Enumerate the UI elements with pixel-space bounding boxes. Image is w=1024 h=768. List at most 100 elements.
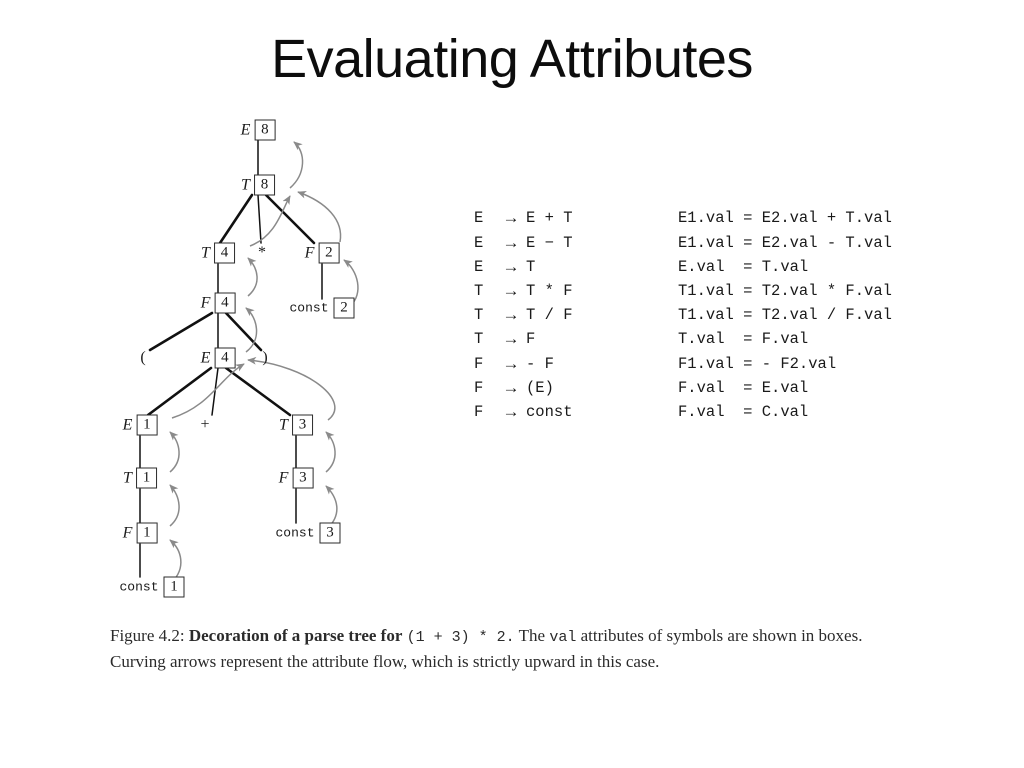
tree-node-T8: T 8 xyxy=(241,174,275,196)
tree-node-const1: const 1 xyxy=(119,576,185,598)
node-symbol: F xyxy=(122,524,133,541)
node-value-box: 1 xyxy=(136,414,158,436)
table-row: F → (E) F.val = E.val xyxy=(474,376,892,400)
rule-rhs: T * F xyxy=(526,282,573,301)
tree-edges-and-arrows xyxy=(139,139,359,583)
tree-terminal-lparen: ( xyxy=(140,349,146,366)
table-row: T → T / F T1.val = T2.val / F.val xyxy=(474,303,892,327)
rule-rhs: const xyxy=(526,403,573,422)
node-value-box: 3 xyxy=(319,522,341,544)
rule-rhs: - F xyxy=(526,354,554,373)
node-symbol: const xyxy=(289,300,329,316)
tree-node-const3: const 3 xyxy=(275,522,341,544)
rule-action: F.val = C.val xyxy=(678,403,809,422)
node-symbol: T xyxy=(201,244,210,261)
table-row: F → - F F1.val = - F2.val xyxy=(474,352,892,376)
node-value-box: 8 xyxy=(253,174,275,196)
table-row: E → T E.val = T.val xyxy=(474,255,892,279)
rule-lhs: E xyxy=(474,257,484,276)
node-symbol: F xyxy=(278,469,289,486)
arrow-icon: → xyxy=(502,281,520,301)
rule-rhs: (E) xyxy=(526,378,554,397)
arrow-icon: → xyxy=(502,232,520,252)
rule-action: F.val = E.val xyxy=(678,378,809,397)
rule-action: T1.val = T2.val * F.val xyxy=(678,282,892,301)
node-value-box: 1 xyxy=(163,576,185,598)
node-value-box: 4 xyxy=(214,347,236,369)
tree-terminal-rparen: ) xyxy=(262,349,268,366)
table-row: T → T * F T1.val = T2.val * F.val xyxy=(474,279,892,303)
rule-action: E.val = T.val xyxy=(678,257,809,276)
tree-node-T4: T 4 xyxy=(201,242,235,264)
rule-rhs: E − T xyxy=(526,233,573,252)
arrow-icon: → xyxy=(502,353,520,373)
caption-mono-word: val xyxy=(549,629,577,646)
table-row: F → const F.val = C.val xyxy=(474,400,892,424)
node-value-box: 4 xyxy=(213,242,235,264)
rule-action: F1.val = - F2.val xyxy=(678,354,837,373)
tree-terminal-plus: + xyxy=(200,416,210,433)
node-symbol: E xyxy=(122,416,133,433)
node-value-box: 3 xyxy=(292,467,314,489)
rule-lhs: T xyxy=(474,306,484,325)
caption-bold-text: Decoration of a parse tree for xyxy=(188,626,403,645)
node-symbol: T xyxy=(241,176,250,193)
caption-label: Figure 4.2: xyxy=(110,626,185,645)
table-row: T → F T.val = F.val xyxy=(474,327,892,351)
rule-lhs: E xyxy=(474,233,484,252)
grammar-rules: E → E + T E1.val = E2.val + T.val E → E … xyxy=(474,158,892,473)
node-value-box: 1 xyxy=(136,522,158,544)
caption-expression: (1 + 3) * 2. xyxy=(406,629,515,646)
node-symbol: const xyxy=(275,525,315,541)
node-symbol: T xyxy=(123,469,132,486)
tree-structure-edges xyxy=(139,139,323,578)
arrow-icon: → xyxy=(502,329,520,349)
arrow-icon: → xyxy=(502,256,520,276)
tree-node-const2: const 2 xyxy=(289,297,355,319)
node-value-box: 1 xyxy=(135,467,157,489)
caption-rest-b: attributes of symbols are shown in boxes… xyxy=(110,626,863,671)
node-symbol: F xyxy=(200,294,211,311)
grammar-rules-table: E → E + T E1.val = E2.val + T.val E → E … xyxy=(474,206,892,424)
tree-node-E1: E 1 xyxy=(122,414,158,436)
rule-action: T1.val = T2.val / F.val xyxy=(678,306,892,325)
caption-rest-a: The xyxy=(518,626,546,645)
tree-node-E8: E 8 xyxy=(240,119,276,141)
tree-node-F4: F 4 xyxy=(200,292,236,314)
table-row: E → E + T E1.val = E2.val + T.val xyxy=(474,206,892,230)
node-value-box: 2 xyxy=(318,242,340,264)
parse-tree: E 8 T 8 T 4 F 2 const 2 F 4 E 4 E 1 xyxy=(100,110,400,620)
rule-action: E1.val = E2.val + T.val xyxy=(678,209,892,228)
node-symbol: F xyxy=(304,244,315,261)
figure-caption: Figure 4.2: Decoration of a parse tree f… xyxy=(110,624,900,674)
table-row: E → E − T E1.val = E2.val - T.val xyxy=(474,231,892,255)
tree-node-F1: F 1 xyxy=(122,522,158,544)
tree-node-F3: F 3 xyxy=(278,467,314,489)
node-symbol: const xyxy=(119,579,159,595)
rule-lhs: F xyxy=(474,354,484,373)
node-value-box: 2 xyxy=(333,297,355,319)
arrow-icon: → xyxy=(502,208,520,228)
arrow-icon: → xyxy=(502,305,520,325)
node-symbol: E xyxy=(200,349,211,366)
node-value-box: 3 xyxy=(291,414,313,436)
rule-rhs: T / F xyxy=(526,306,573,325)
arrow-icon: → xyxy=(502,377,520,397)
rule-lhs: E xyxy=(474,209,484,228)
tree-node-F2: F 2 xyxy=(304,242,340,264)
node-symbol: T xyxy=(279,416,288,433)
node-symbol: E xyxy=(240,121,251,138)
arrow-icon: → xyxy=(502,402,520,422)
tree-node-T1: T 1 xyxy=(123,467,157,489)
rule-lhs: T xyxy=(474,282,484,301)
rule-action: E1.val = E2.val - T.val xyxy=(678,233,892,252)
rule-rhs: E + T xyxy=(526,209,573,228)
node-value-box: 4 xyxy=(214,292,236,314)
tree-node-T3: T 3 xyxy=(279,414,313,436)
rule-lhs: F xyxy=(474,403,484,422)
tree-terminal-star: * xyxy=(258,244,266,261)
tree-node-E4: E 4 xyxy=(200,347,236,369)
rule-action: T.val = F.val xyxy=(678,330,809,349)
rule-lhs: T xyxy=(474,330,484,349)
